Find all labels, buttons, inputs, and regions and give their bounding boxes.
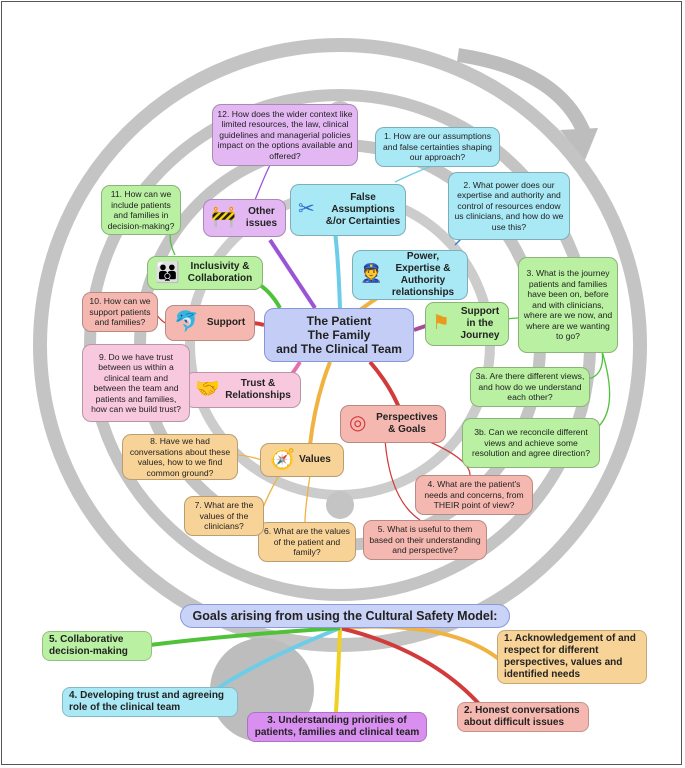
goal-2: 2. Honest conversations about difficult … — [457, 702, 589, 732]
question-2: 2. What power does our expertise and aut… — [448, 172, 570, 240]
center-line1: The Patient — [306, 314, 372, 328]
topic-other-label: Other issues — [245, 206, 278, 229]
goal-4: 4. Developing trust and agreeing role of… — [62, 687, 238, 717]
topic-trust-label: Trust & Relationships — [225, 378, 291, 401]
branch-values — [308, 361, 332, 446]
police-officer-icon: 👮 — [360, 263, 383, 283]
question-12: 12. How does the wider context like limi… — [212, 104, 358, 166]
flag-icon: ⚑ — [432, 312, 450, 334]
topic-inclusivity: Inclusivity & Collaboration — [147, 256, 263, 290]
handshake-icon: 🤝 — [195, 378, 220, 400]
question-1: 1. How are our assumptions and false cer… — [375, 127, 500, 167]
cycle-arrow — [456, 48, 592, 138]
people-icon: 👪 — [155, 262, 180, 284]
topic-support-label: Support — [206, 317, 246, 328]
barrier-icon: 🚧 — [211, 206, 236, 228]
topic-support-journey-label: Support in the Journey — [460, 306, 500, 341]
question-11: 11. How can we include patients and fami… — [101, 185, 181, 235]
topic-power: Power, Expertise & Authority relationshi… — [352, 250, 468, 300]
question-3: 3. What is the journey patients and fami… — [518, 257, 618, 353]
topic-values: Values — [260, 443, 344, 477]
question-3b: 3b. Can we reconcile different views and… — [462, 418, 600, 468]
topic-support-journey: Support in the Journey — [425, 302, 509, 346]
topic-perspectives-label: Perspectives & Goals — [376, 412, 438, 435]
center-line2: The Family — [307, 328, 371, 342]
question-5: 5. What is useful to them based on their… — [363, 520, 487, 560]
dolphin-icon: 🐬 — [174, 311, 199, 333]
branch-other — [268, 238, 317, 310]
question-6: 6. What are the values of the patient an… — [258, 522, 356, 562]
question-4: 4. What are the patient's needs and conc… — [415, 475, 533, 515]
topic-other: Other issues — [203, 199, 286, 237]
topic-false-assumptions-label: False Assumptions &/or Certainties — [325, 192, 401, 227]
topic-power-label: Power, Expertise & Authority relationshi… — [391, 251, 455, 298]
goal-3: 3. Understanding priorities of patients,… — [247, 712, 427, 742]
topic-values-label: Values — [299, 454, 331, 465]
goals-title: Goals arising from using the Cultural Sa… — [180, 604, 510, 628]
topic-support: Support — [165, 305, 255, 341]
topic-perspectives: Perspectives & Goals — [340, 405, 446, 443]
question-8: 8. Have we had conversations about these… — [122, 434, 238, 480]
target-icon: ◎ — [349, 412, 367, 434]
ring-dot-bottom — [326, 491, 354, 519]
topic-trust: Trust & Relationships — [185, 372, 301, 408]
center-line3: and The Clinical Team — [276, 342, 402, 356]
goal-5: 5. Collaborative decision-making — [42, 631, 152, 661]
center-node: The Patient The Family and The Clinical … — [264, 308, 414, 362]
question-10: 10. How can we support patients and fami… — [82, 292, 158, 332]
question-7: 7. What are the values of the clinicians… — [184, 496, 264, 536]
branch-false-assumptions — [332, 224, 342, 309]
branch-perspectives — [368, 360, 402, 411]
compass-icon: 🧭 — [270, 449, 295, 471]
question-9: 9. Do we have trust between us within a … — [82, 344, 190, 422]
goal-1: 1. Acknowledgement of and respect for di… — [497, 630, 647, 684]
topic-false-assumptions: False Assumptions &/or Certainties — [290, 184, 406, 236]
question-3a: 3a. Are there different views, and how d… — [470, 367, 590, 407]
topic-inclusivity-label: Inclusivity & Collaboration — [187, 261, 253, 284]
scissors-icon: ✂ — [298, 198, 315, 220]
cycle-arrow-head — [560, 128, 598, 160]
